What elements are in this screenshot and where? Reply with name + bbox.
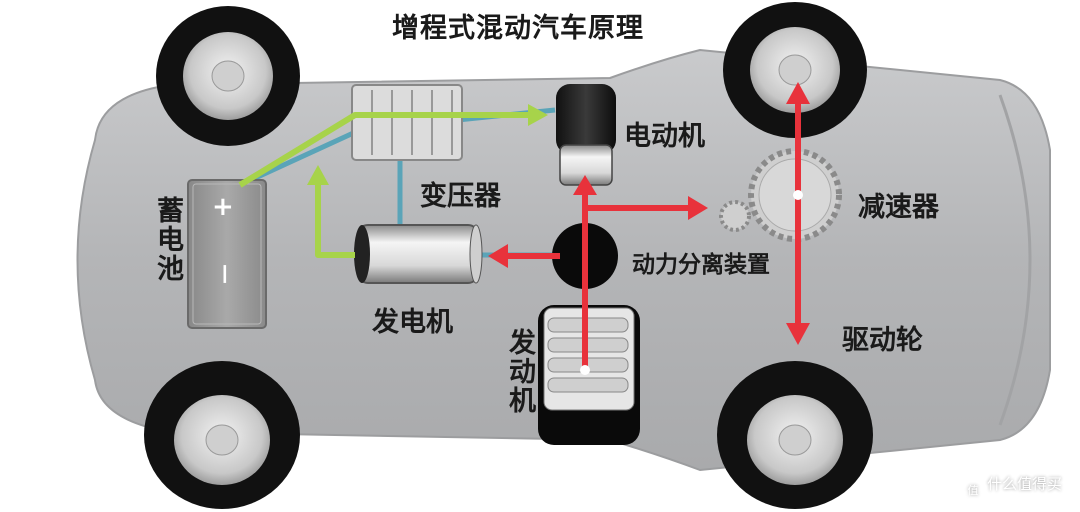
watermark: 值什么值得买 (963, 473, 1062, 500)
generator-unit (354, 224, 483, 284)
power-split-label: 动力分离装置 (632, 252, 770, 278)
wheel-rear-right (717, 361, 873, 509)
watermark-logo-icon: 值 (963, 482, 982, 500)
battery-label: 蓄电池 (152, 196, 183, 283)
electric-flow-arrowheads (307, 104, 548, 185)
engine-block (538, 305, 640, 445)
electric-flow-arrows (238, 112, 530, 258)
battery-minus-sign: — (214, 264, 238, 284)
engine-output-dot (580, 365, 590, 375)
mechanical-flow-arrows (505, 100, 801, 370)
wheel-front-right (723, 2, 867, 138)
battery-pack (187, 179, 267, 329)
diagram-title: 增程式混动汽车原理 (392, 13, 644, 44)
reducer-label: 减速器 (858, 192, 939, 223)
transformer-label: 变压器 (420, 181, 501, 212)
mechanical-flow-arrowheads (488, 82, 810, 345)
wheel-rear-left (144, 361, 300, 509)
motor-label: 电动机 (624, 121, 705, 152)
generator-label: 发电机 (372, 307, 453, 338)
transformer-unit (351, 84, 463, 161)
electric-motor (556, 84, 616, 186)
battery-plus-sign: + (212, 192, 234, 222)
reducer-center-dot (793, 190, 803, 200)
watermark-text: 什么值得买 (986, 475, 1062, 493)
drive-wheel-label: 驱动轮 (842, 325, 923, 356)
engine-label: 发动机 (504, 328, 535, 415)
car-body-front-bumper (998, 94, 1032, 426)
wheel-front-left (156, 6, 300, 146)
